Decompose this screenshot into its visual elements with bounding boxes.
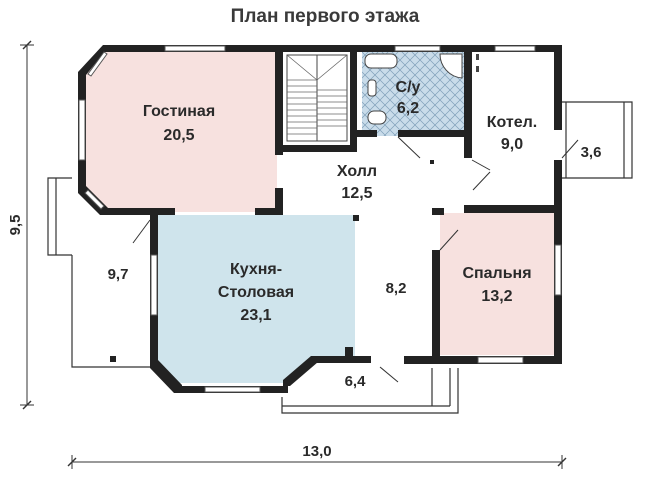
width-dimension: 13,0 <box>302 443 331 460</box>
plan-title: План первого этажа <box>231 6 420 27</box>
height-dimension: 9,5 <box>7 215 24 236</box>
bath-fixtures <box>364 53 479 125</box>
boiler-room-area: 9,0 <box>501 136 523 153</box>
bedroom-fill <box>440 213 554 355</box>
left-terrace-area: 9,7 <box>108 266 129 283</box>
staircase <box>286 54 348 142</box>
kitchen-name-line2: Столовая <box>218 284 294 301</box>
hall-name: Холл <box>337 163 377 180</box>
door-swings <box>132 136 579 383</box>
bedroom-name: Спальня <box>462 265 531 282</box>
kitchen-area: 23,1 <box>240 307 271 324</box>
bottom-porch-outline <box>281 368 459 414</box>
hall-area: 12,5 <box>341 185 372 202</box>
kitchen-fill <box>155 215 355 383</box>
bottom-porch-area: 6,4 <box>345 373 367 390</box>
corridor-area: 8,2 <box>386 280 407 297</box>
bathroom-area: 6,2 <box>397 100 419 117</box>
boiler-room-name: Котел. <box>487 114 537 131</box>
bathroom-name: С/у <box>396 79 421 96</box>
living-room-fill <box>82 50 277 212</box>
left-terrace-outline <box>47 177 152 368</box>
right-porch-area: 3,6 <box>581 144 602 161</box>
living-room-name: Гостиная <box>143 103 215 120</box>
height-dimension-line <box>20 40 34 410</box>
right-porch-outline <box>558 101 633 179</box>
kitchen-name-line1: Кухня- <box>230 261 282 278</box>
living-room-area: 20,5 <box>163 127 194 144</box>
bedroom-area: 13,2 <box>481 288 512 305</box>
windows <box>78 45 562 393</box>
width-dimension-line <box>67 455 567 469</box>
